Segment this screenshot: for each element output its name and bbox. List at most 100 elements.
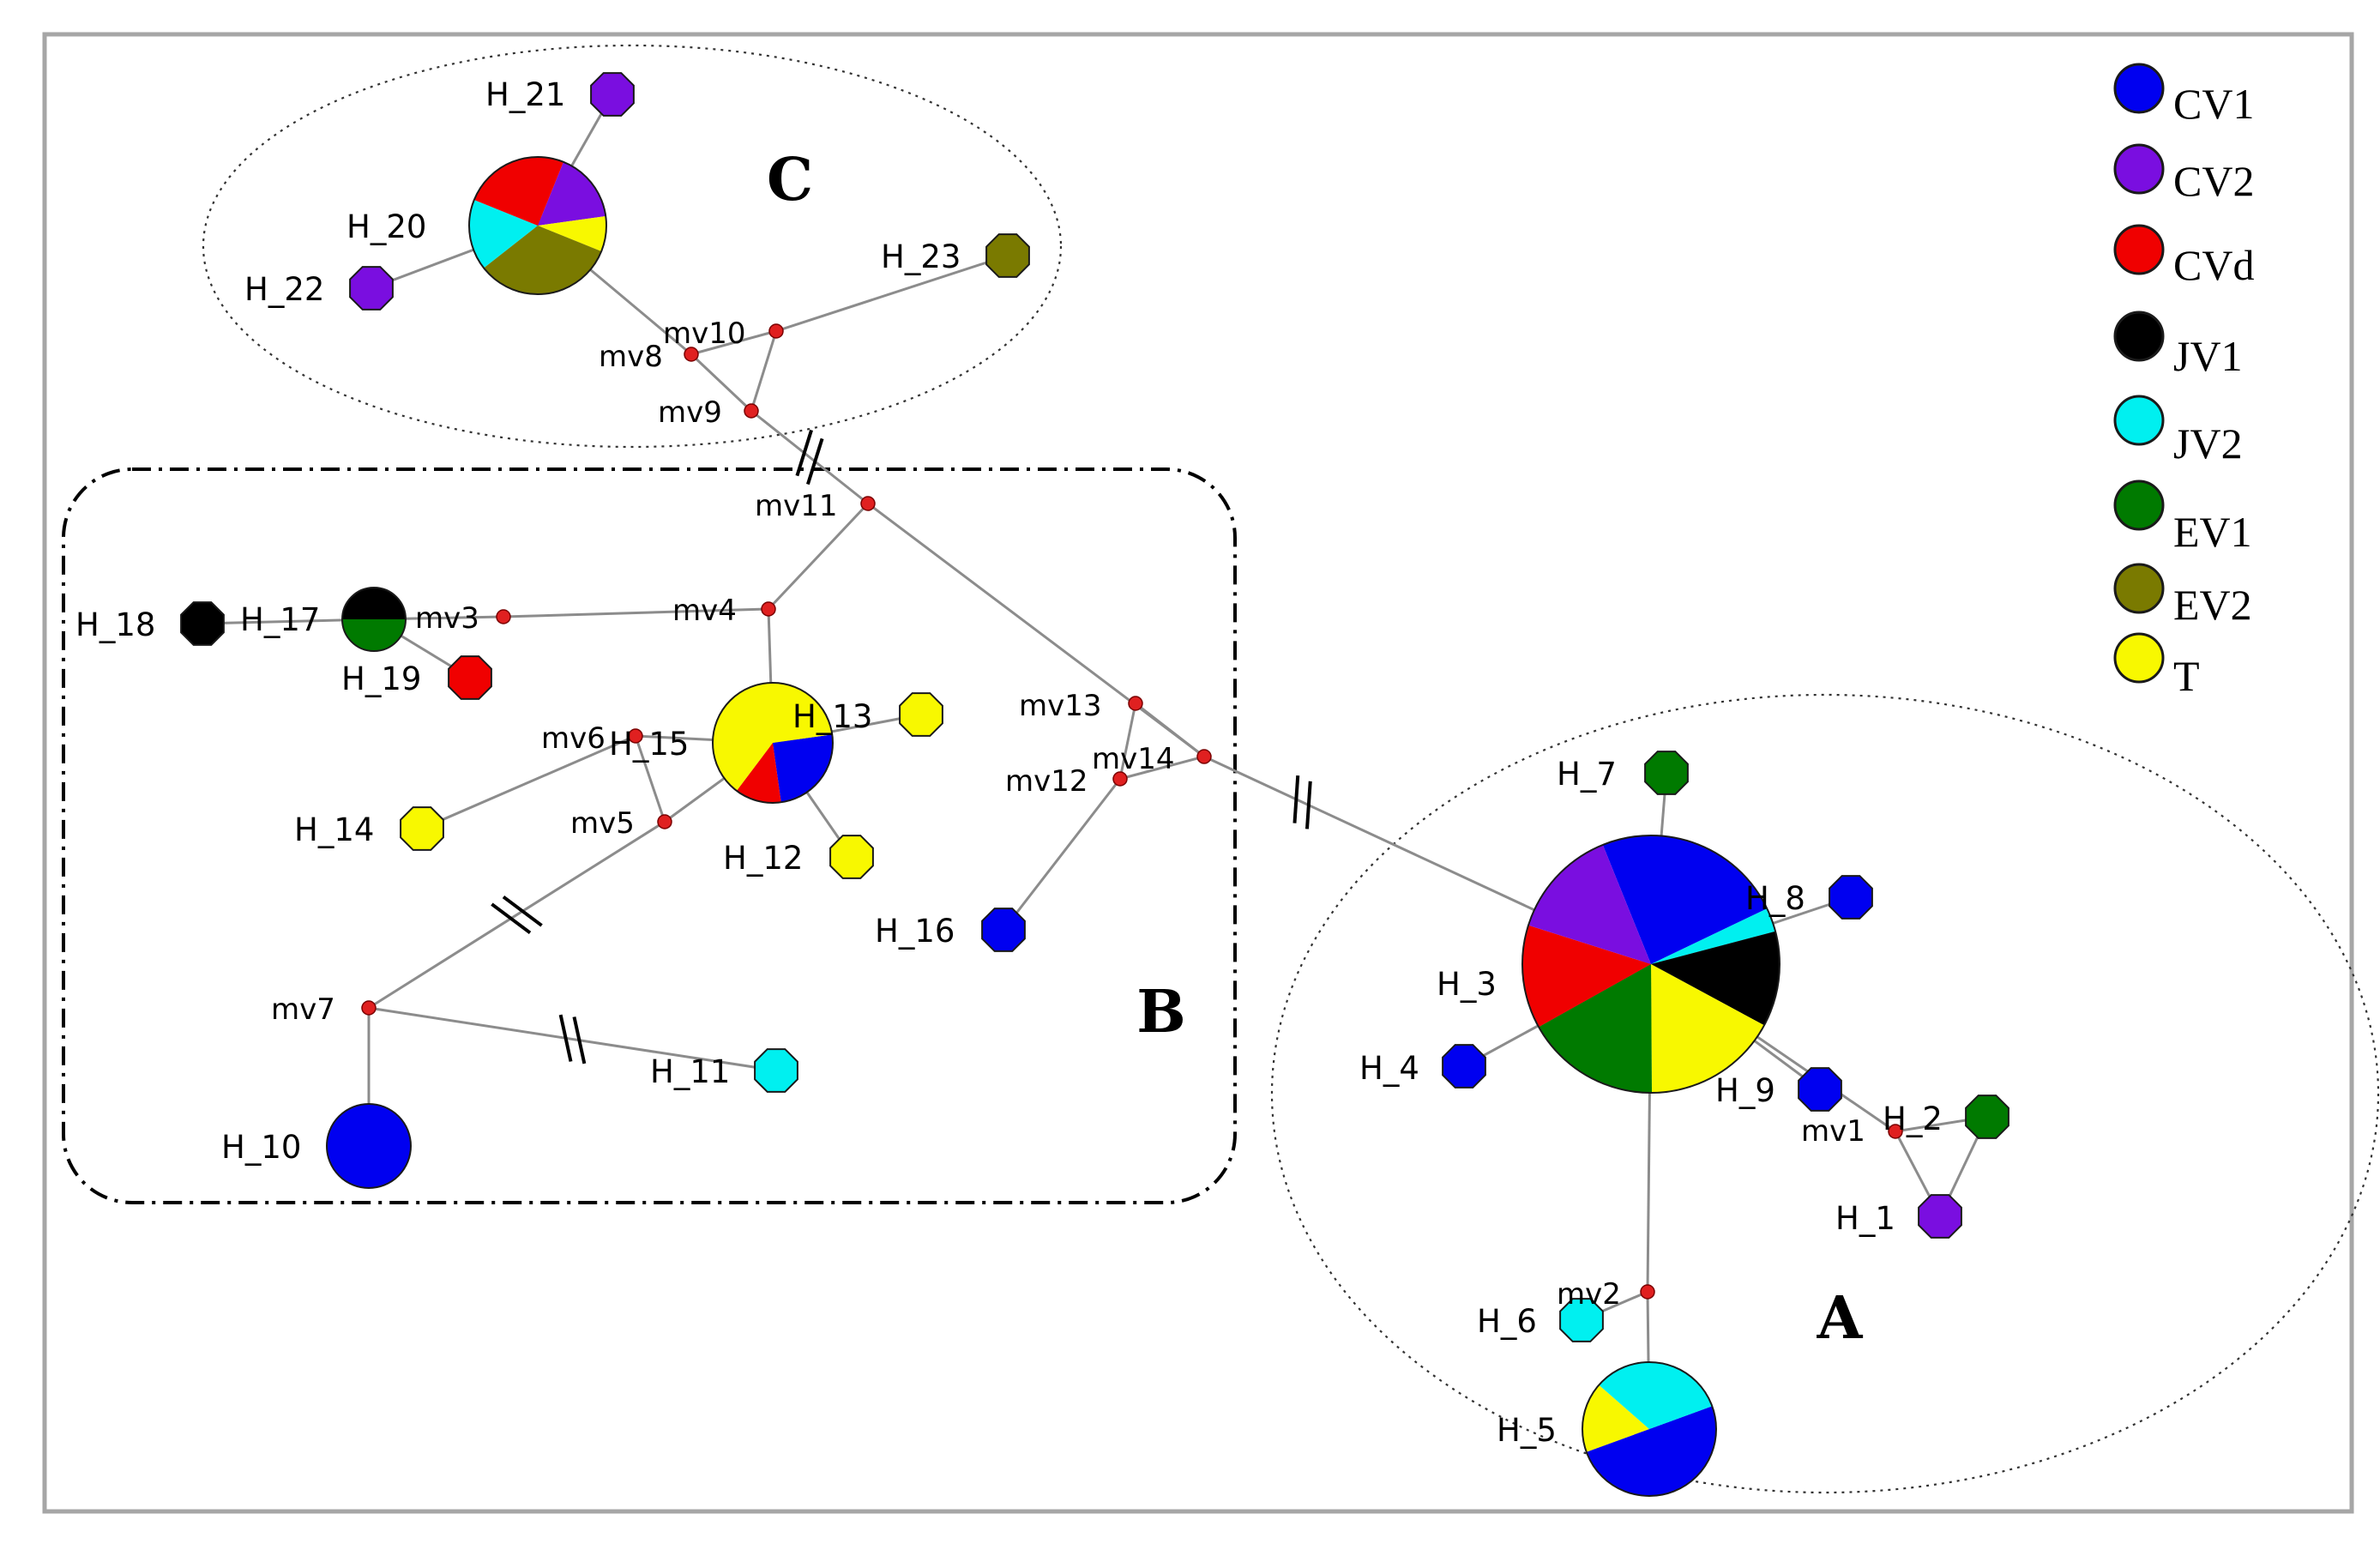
group-label-a: A: [1817, 1284, 1864, 1353]
median-vector-label-mv7: mv7: [271, 992, 335, 1027]
median-vector-label-mv11: mv11: [755, 489, 838, 523]
haplotype-label-h-13: H_13: [792, 698, 872, 735]
legend-label-ev2: EV2: [2173, 581, 2252, 629]
pie-slice-t: [712, 682, 833, 791]
haplotype-label-h-15: H_15: [609, 726, 689, 763]
edge-mv4-mv3: [503, 607, 769, 618]
haplotype-label-h-19: H_19: [341, 660, 421, 697]
haplotype-label-h-5: H_5: [1497, 1412, 1557, 1449]
node-fill-cv1: [1442, 1044, 1486, 1089]
haplotype-node-h-12: [829, 835, 874, 879]
node-fill-ev2: [985, 233, 1030, 278]
group-a-outline: [1270, 693, 2380, 1494]
median-vector-mv13: [1128, 696, 1143, 711]
edge-break-marks: [491, 429, 1312, 1065]
node-fill-jv1: [180, 601, 225, 646]
legend-swatch-jv1: [2113, 311, 2165, 362]
break-mark-mv7-h-11: [558, 1014, 587, 1065]
median-vector-mv14: [1196, 749, 1212, 764]
edge-mv9-mv11: [750, 409, 869, 505]
group-c-outline: [202, 44, 1063, 449]
median-vector-label-mv14: mv14: [1092, 742, 1175, 776]
haplotype-label-h-21: H_21: [485, 76, 565, 113]
group-label-b: B: [1136, 978, 1185, 1046]
pie-slice-jv2: [1651, 908, 1775, 964]
edge-mv13-mv12: [1118, 703, 1137, 780]
haplotype-label-h-16: H_16: [875, 913, 955, 950]
edge-mv6-mv5: [634, 735, 666, 823]
legend-swatch-jv2: [2113, 395, 2165, 446]
legend-swatch-cv2: [2113, 143, 2165, 195]
pie-slice-jv1: [1651, 931, 1780, 1026]
haplotype-label-h-10: H_10: [221, 1129, 301, 1166]
node-fill-cv2: [590, 72, 635, 117]
haplotype-label-h-14: H_14: [294, 811, 374, 848]
node-fill-cv1: [981, 908, 1026, 952]
haplotype-node-h-23: [985, 233, 1030, 278]
median-vector-label-mv9: mv9: [658, 395, 722, 430]
pie-slice-cv1: [1602, 835, 1768, 964]
pie-slice-jv1: [342, 588, 406, 619]
legend-label-t: T: [2173, 652, 2200, 700]
haplotype-node-h-3: [1521, 835, 1780, 1094]
median-vector-label-mv8: mv8: [599, 340, 663, 374]
haplotype-label-h-1: H_1: [1835, 1200, 1895, 1237]
haplotype-nodes: [180, 72, 2009, 1497]
legend-label-cv1: CV1: [2173, 80, 2254, 128]
legend-swatch-ev2: [2113, 563, 2165, 614]
haplotype-label-h-17: H_17: [240, 601, 320, 638]
legend-swatch-cvd: [2113, 224, 2165, 275]
break-mark-mv5-mv7: [491, 895, 543, 935]
median-vector-label-mv6: mv6: [541, 721, 606, 756]
legend-label-ev1: EV1: [2173, 508, 2252, 556]
haplotype-label-h-8: H_8: [1745, 880, 1805, 917]
median-vector-label-mv13: mv13: [1019, 689, 1102, 723]
haplotype-node-h-4: [1442, 1044, 1486, 1089]
edge-mv13-mv14: [1135, 702, 1205, 758]
legend-label-jv1: JV1: [2173, 332, 2243, 380]
node-fill-cv2: [349, 266, 394, 311]
legend-item-ev2: EV2: [2113, 563, 2252, 629]
median-vector-label-mv5: mv5: [570, 806, 635, 841]
median-vector-mv10: [768, 323, 784, 339]
haplotype-label-h-6: H_6: [1477, 1303, 1537, 1340]
node-fill-cv1: [326, 1103, 412, 1189]
median-vector-label-mv4: mv4: [672, 594, 737, 628]
haplotype-node-h-22: [349, 266, 394, 311]
median-vector-label-mv3: mv3: [415, 601, 479, 636]
node-outline: [341, 587, 407, 652]
pie-slice-ev1: [342, 619, 406, 651]
edge-mv8-mv10: [690, 329, 777, 356]
pie-slice-cvd: [736, 743, 781, 803]
median-vector-mv3: [496, 609, 511, 624]
break-mark-mv14-h-3: [1292, 775, 1312, 829]
edge-mv10-h-23: [775, 254, 1009, 333]
legend-item-jv2: JV2: [2113, 395, 2243, 467]
median-vector-label-mv2: mv2: [1557, 1277, 1621, 1312]
node-fill-t: [899, 692, 943, 737]
haplotype-label-h-9: H_9: [1715, 1072, 1775, 1109]
node-fill-ev1: [1644, 751, 1689, 795]
group-outlines: ABC: [62, 44, 2380, 1494]
legend-item-t: T: [2113, 632, 2200, 700]
haplotype-label-h-2: H_2: [1883, 1101, 1943, 1137]
haplotype-label-h-23: H_23: [881, 238, 961, 275]
edge-mv6-h-14: [421, 734, 636, 830]
median-vector-mv1: [1888, 1124, 1903, 1139]
node-fill-ev1: [1965, 1095, 2009, 1139]
edge-mv10-mv9: [750, 330, 778, 412]
haplotype-node-h-16: [981, 908, 1026, 952]
legend-item-cv1: CV1: [2113, 63, 2254, 128]
node-outline: [1521, 835, 1780, 1094]
edge-mv7-h-11: [368, 1006, 777, 1072]
edge-mv11-mv4: [767, 502, 870, 611]
haplotype-label-h-22: H_22: [244, 271, 324, 308]
pie-slice-cv1: [773, 734, 833, 803]
legend-item-ev1: EV1: [2113, 479, 2252, 556]
node-outline: [712, 682, 834, 804]
legend-swatch-cv1: [2113, 63, 2165, 114]
figure-frame: [42, 32, 2354, 1514]
legend-swatch-ev1: [2113, 479, 2165, 531]
legend-item-cv2: CV2: [2113, 143, 2254, 205]
